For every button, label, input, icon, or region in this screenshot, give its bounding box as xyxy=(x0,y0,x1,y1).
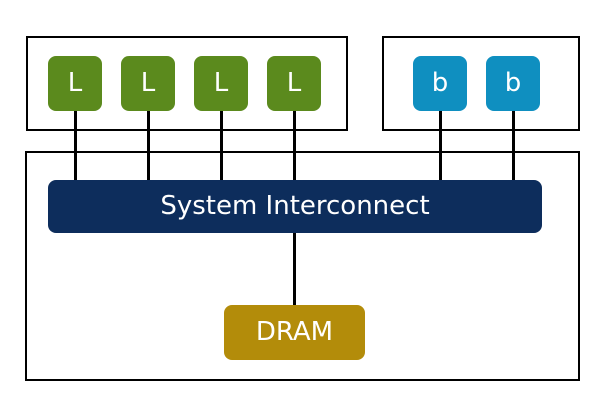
big-core-1: b xyxy=(413,56,467,111)
little-core-link-2 xyxy=(147,110,150,182)
little-core-link-3 xyxy=(220,110,223,182)
interconnect-dram-link xyxy=(293,232,296,307)
big-core-link-1 xyxy=(439,110,442,182)
little-core-link-4 xyxy=(293,110,296,182)
little-core-3: L xyxy=(194,56,248,111)
big-core-2: b xyxy=(486,56,540,111)
dram-block: DRAM xyxy=(224,305,365,360)
little-core-4: L xyxy=(267,56,321,111)
big-core-link-2 xyxy=(512,110,515,182)
big-core-cluster xyxy=(382,36,580,131)
little-core-1: L xyxy=(48,56,102,111)
system-interconnect: System Interconnect xyxy=(48,180,542,233)
little-core-link-1 xyxy=(74,110,77,182)
little-core-2: L xyxy=(121,56,175,111)
